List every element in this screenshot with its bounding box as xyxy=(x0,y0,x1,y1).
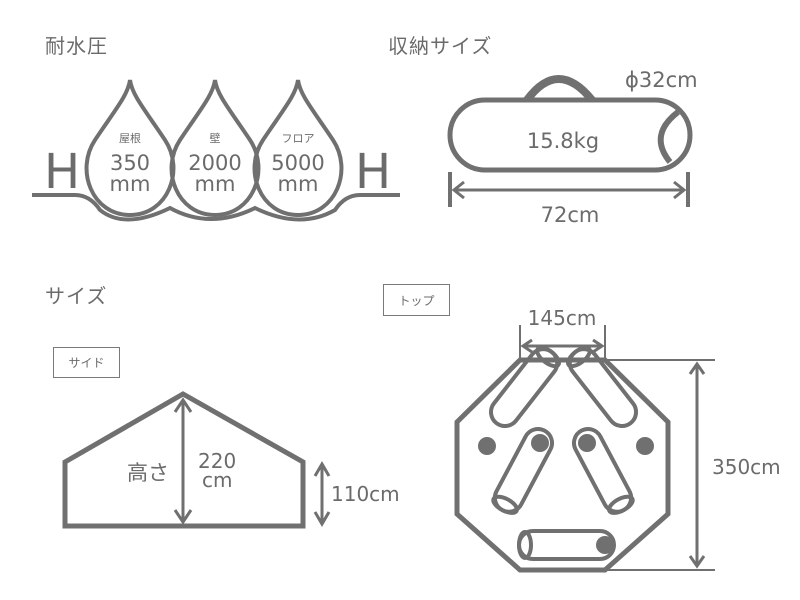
drop-wall-value: 2000 xyxy=(188,151,241,175)
side-view-tag: サイド xyxy=(53,347,120,378)
h-right-label: H xyxy=(355,144,391,200)
height-value: 220 xyxy=(198,449,236,473)
height-unit: cm xyxy=(202,468,232,492)
tent-floor-octagon xyxy=(454,357,671,573)
bag-end-opening-icon xyxy=(657,109,680,164)
weight-label: 15.8kg xyxy=(527,129,599,153)
drop-floor-unit: mm xyxy=(278,172,319,196)
drop-roof-icon xyxy=(84,79,176,218)
height-label: 高さ xyxy=(127,461,169,485)
water-pressure-diagram: H H 屋根 350 mm 壁 2000 mm フロア 5000 mm xyxy=(32,79,400,222)
storage-size-title: 収納サイズ xyxy=(388,34,493,58)
storage-bag-diagram: ϕ32cm 15.8kg 72cm xyxy=(447,68,698,227)
size-title: サイズ xyxy=(45,284,108,308)
drop-floor-value: 5000 xyxy=(271,151,324,175)
bag-body-icon xyxy=(447,97,693,173)
drop-wall-unit: mm xyxy=(195,172,236,196)
drop-roof-unit: mm xyxy=(110,172,151,196)
total-depth-label: 350cm xyxy=(712,455,781,479)
edge-width-label: 145cm xyxy=(528,306,597,330)
side-view-diagram: 高さ 220 cm 110cm xyxy=(62,391,400,529)
drop-wall-label: 壁 xyxy=(210,131,221,145)
ground-wave-line xyxy=(32,193,400,222)
drop-roof-value: 350 xyxy=(110,151,150,175)
tent-side-outline xyxy=(62,391,306,529)
length-label: 72cm xyxy=(541,203,600,227)
top-view-tag: トップ xyxy=(383,284,450,316)
h-left-label: H xyxy=(44,144,80,200)
drop-roof-label: 屋根 xyxy=(119,131,141,145)
sleeper-heads-icons xyxy=(478,434,654,554)
bag-handle-icon xyxy=(523,75,596,103)
top-view-diagram: 145cm 350cm xyxy=(454,306,781,573)
drop-floor-icon xyxy=(252,79,344,218)
sleeping-bag-icons xyxy=(488,345,638,561)
drop-floor-label: フロア xyxy=(282,132,315,145)
wall-height-value: 110cm xyxy=(331,482,400,506)
diameter-label: ϕ32cm xyxy=(625,68,698,92)
drop-wall-icon xyxy=(169,79,261,218)
water-pressure-title: 耐水圧 xyxy=(45,34,108,58)
